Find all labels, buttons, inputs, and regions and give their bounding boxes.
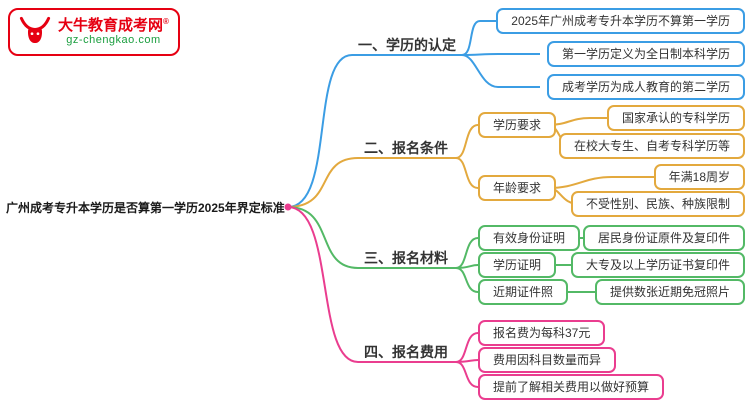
subtopic-node: 近期证件照 [478, 279, 569, 306]
logo-text: 大牛教育成考网® [58, 17, 169, 35]
leaf-node: 费用因科目数量而异 [478, 347, 617, 374]
subtopic-node: 学历证明 [478, 252, 557, 279]
leaf-node: 成考学历为成人教育的第二学历 [546, 74, 745, 101]
leaf-node: 居民身份证原件及复印件 [582, 225, 745, 252]
subtopic-node: 学历要求 [478, 112, 557, 139]
leaf-node: 提供数张近期免冠照片 [594, 279, 745, 306]
branch-label: 二、报名条件 [364, 140, 448, 156]
branch-label: 四、报名费用 [364, 344, 448, 360]
subtopic-node: 年龄要求 [478, 175, 557, 202]
root-anchor-dot [284, 203, 292, 211]
leaf-node: 2025年广州成考专升本学历不算第一学历 [496, 8, 745, 35]
branch-4-links [287, 206, 498, 388]
bull-icon [19, 16, 51, 44]
root-topic: 广州成考专升本学历是否算第一学历2025年界定标准 [6, 201, 285, 215]
leaf-node: 在校大专生、自考专科学历等 [558, 133, 745, 160]
leaf-node: 大专及以上学历证书复印件 [570, 252, 745, 279]
branch-label: 一、学历的认定 [358, 37, 456, 53]
subtopic-node: 有效身份证明 [478, 225, 581, 252]
branch-1-links [287, 20, 540, 208]
leaf-node: 第一学历定义为全日制本科学历 [546, 41, 745, 68]
leaf-node: 不受性别、民族、种族限制 [570, 191, 745, 218]
leaf-node: 报名费为每科37元 [478, 320, 606, 347]
leaf-node: 国家承认的专科学历 [606, 105, 745, 132]
logo-url: gz-chengkao.com [66, 34, 161, 47]
registered-mark: ® [163, 17, 169, 27]
branch-label: 三、报名材料 [364, 250, 448, 266]
site-logo: 大牛教育成考网® gz-chengkao.com [8, 8, 180, 56]
leaf-node: 提前了解相关费用以做好预算 [478, 374, 665, 401]
leaf-node: 年满18周岁 [653, 164, 745, 191]
